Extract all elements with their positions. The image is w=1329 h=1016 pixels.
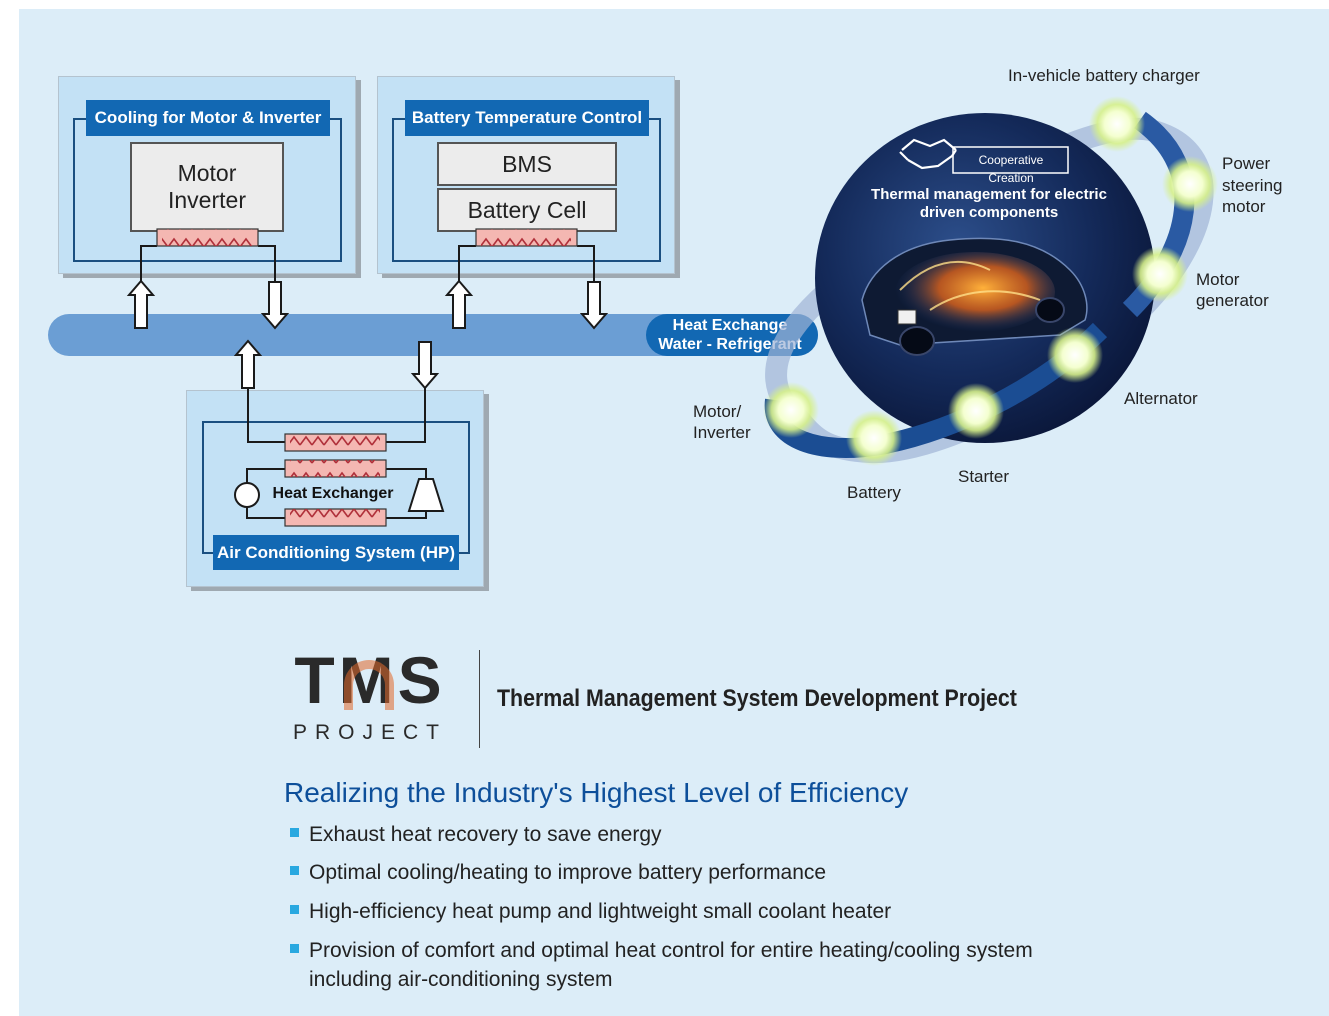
node-charger (1089, 96, 1145, 152)
globe-title-line1: Thermal management for electric (871, 186, 1107, 203)
pipe (246, 505, 285, 519)
tms-logo-accent (344, 660, 394, 710)
bullet-square (290, 944, 299, 953)
motor-cooling-label: Cooling for Motor & Inverter (86, 100, 330, 136)
bullet-text: Optimal cooling/heating to improve batte… (309, 861, 827, 884)
pipe (386, 387, 426, 443)
heat-exchange-line1: Heat Exchange (672, 317, 788, 334)
pump-symbol (234, 482, 260, 508)
heat-zigzag (290, 460, 380, 477)
arrow-up (233, 339, 263, 389)
arrow-down (410, 341, 440, 390)
node-power-steering (1162, 156, 1218, 212)
label-alternator: Alternator (1124, 389, 1198, 408)
headline: Realizing the Industry's Highest Level o… (284, 777, 909, 808)
label-battery: Battery (847, 483, 901, 502)
label-charger: In-vehicle battery charger (1008, 66, 1200, 85)
label-steering-motor: motor (1222, 197, 1266, 216)
bullet-text: High-efficiency heat pump and lightweigh… (309, 900, 892, 923)
ac-label: Air Conditioning System (HP) (213, 535, 459, 570)
arrow-down (579, 281, 609, 330)
node-battery (846, 410, 902, 466)
car-illustration (861, 237, 1088, 356)
heat-exchange-line2: Water - Refrigerant (658, 336, 802, 353)
tms-logo: TMS PROJECT (284, 644, 456, 750)
cooperative-badge-text: Cooperative Creation (978, 153, 1044, 185)
logo-divider (479, 650, 480, 748)
heat-exchanger-label: Heat Exchanger (272, 485, 394, 502)
label-power: Power (1222, 154, 1271, 173)
cooperative-badge-frame (952, 146, 1069, 174)
pipe (140, 245, 157, 282)
heat-zigzag (290, 509, 380, 526)
pipe (386, 511, 427, 519)
pipe (247, 387, 285, 443)
battery-control-label: Battery Temperature Control (405, 100, 649, 136)
bullet-square (290, 905, 299, 914)
heat-zigzag (290, 434, 380, 451)
component-nodes (763, 96, 1218, 466)
pipe (577, 245, 595, 282)
bullet-square (290, 828, 299, 837)
node-starter (948, 383, 1004, 439)
bullet-text: Provision of comfort and optimal heat co… (309, 939, 1033, 962)
compressor-symbol (407, 478, 445, 512)
bullet-text: Exhaust heat recovery to save energy (309, 823, 662, 846)
label-starter: Starter (958, 467, 1010, 486)
motor-inverter-block: Motor Inverter (130, 142, 284, 232)
label-motor: Motor (1196, 270, 1240, 289)
node-motor-inverter (763, 382, 819, 438)
project-title: Thermal Management System Development Pr… (497, 685, 1017, 712)
label-steering: steering (1222, 176, 1283, 195)
bms-block: BMS (437, 142, 617, 186)
pipe (258, 245, 276, 282)
pipe (246, 468, 285, 485)
pipe (458, 245, 476, 282)
arrow-up (444, 279, 474, 329)
arrow-up (126, 279, 156, 329)
bullet-square (290, 866, 299, 875)
node-motor-generator (1132, 246, 1188, 302)
label-inverter: Inverter (693, 423, 751, 442)
bullet-text: including air-conditioning system (309, 968, 613, 991)
tms-logo-sub: PROJECT (292, 721, 447, 744)
pipe (386, 468, 427, 479)
node-alternator (1047, 327, 1103, 383)
heat-zigzag (481, 229, 571, 246)
label-generator: generator (1196, 291, 1269, 310)
arrow-down (260, 281, 290, 330)
label-motor-slash: Motor/ (693, 402, 742, 421)
heat-zigzag (162, 229, 252, 246)
globe-title-line2: driven components (919, 204, 1059, 221)
